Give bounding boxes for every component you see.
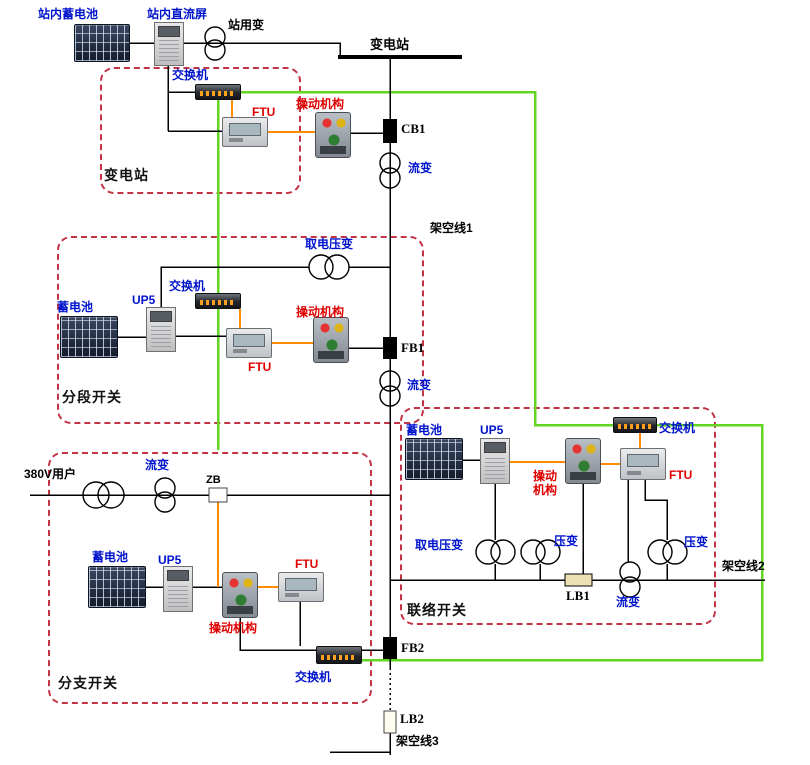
control-cables — [217, 100, 641, 588]
branch-ftu-device — [278, 572, 324, 602]
section-switch-label: 交换机 — [169, 279, 206, 293]
section-mechanism-device — [313, 317, 349, 363]
fb1-label: FB1 — [401, 340, 425, 355]
tie-battery-label: 蓄电池 — [406, 423, 443, 437]
section-ct-label: 流变 — [407, 378, 432, 392]
branch-area-label: 分支开关 — [58, 675, 118, 691]
section-ftu-device — [226, 328, 272, 358]
substation-ftu-device — [222, 117, 268, 147]
breaker-symbols — [208, 119, 593, 734]
tie-vt-pickup-label: 取电压变 — [415, 538, 464, 552]
branch-ct-label: 流变 — [145, 458, 170, 472]
transformer-symbols — [82, 26, 688, 598]
station-battery-label: 站内蓄电池 — [38, 7, 99, 21]
tie-mechanism-device — [565, 438, 601, 484]
branch-battery-image — [88, 566, 146, 608]
branch-mechanism-label: 操动机构 — [209, 621, 258, 635]
section-vt-pickup-label: 取电压变 — [305, 237, 354, 251]
section-area-label: 分段开关 — [62, 389, 122, 405]
branch-up5-label: UP5 — [158, 553, 182, 567]
zb-label: ZB — [206, 474, 221, 486]
tie-area-label: 联络开关 — [407, 602, 467, 618]
station-battery-image — [74, 24, 130, 62]
branch-battery-label: 蓄电池 — [92, 550, 129, 564]
lb2-label: LB2 — [400, 711, 424, 726]
section-up5-device — [146, 307, 176, 352]
branch-ftu-label: FTU — [295, 557, 319, 571]
section-mechanism-label: 操动机构 — [296, 305, 345, 319]
tie-vt2-label: 压变 — [684, 535, 709, 549]
substation-ftu-label: FTU — [252, 105, 276, 119]
substation-zone — [100, 67, 301, 194]
branch-switch-zone — [48, 452, 372, 704]
tie-up5-label: UP5 — [480, 423, 504, 437]
station-dc-panel-label: 站内直流屏 — [147, 7, 208, 21]
tie-switch-label: 交换机 — [659, 421, 696, 435]
branch-mechanism-device — [222, 572, 258, 618]
substation-bus-label: 变电站 — [370, 37, 410, 52]
branch-switch-label: 交换机 — [295, 670, 332, 684]
substation-mechanism-device — [315, 112, 351, 158]
fb2-breaker — [383, 637, 397, 659]
station-transformer-label: 站用变 — [228, 18, 265, 32]
branch-switch-device — [316, 646, 362, 664]
overhead-line1-label: 架空线1 — [430, 221, 473, 235]
tie-vt1-label: 压变 — [554, 534, 579, 548]
tie-mechanism-label: 操动机构 — [533, 469, 558, 497]
section-switch-device — [195, 293, 241, 309]
tie-switch-device — [613, 417, 657, 433]
user-380v-label: 380V用户 — [24, 467, 77, 481]
section-battery-image — [60, 316, 118, 358]
lb1-label: LB1 — [566, 588, 590, 603]
lb1-switch — [564, 573, 593, 587]
tie-battery-image — [405, 438, 463, 480]
tie-ftu-label: FTU — [669, 468, 693, 482]
tie-up5-device — [480, 438, 510, 484]
section-up5-label: UP5 — [132, 293, 156, 307]
fb1-breaker — [383, 337, 397, 359]
cb1-breaker — [383, 119, 397, 143]
tie-ct-label: 流变 — [616, 595, 641, 609]
fiber-links — [216, 90, 764, 662]
tie-ftu-device — [620, 448, 666, 480]
substation-mechanism-label: 操动机构 — [296, 97, 345, 111]
cb1-label: CB1 — [401, 121, 426, 136]
substation-area-label: 变电站 — [104, 167, 149, 183]
station-dc-panel-image — [154, 22, 184, 66]
section-switch-zone — [57, 236, 424, 424]
branch-up5-device — [163, 566, 193, 612]
power-lines — [30, 42, 765, 755]
substation-switch-device — [195, 84, 241, 100]
zb-device — [208, 487, 228, 503]
fb2-label: FB2 — [401, 640, 425, 655]
section-ftu-label: FTU — [248, 360, 272, 374]
lb2-switch — [383, 710, 397, 734]
section-battery-label: 蓄电池 — [57, 300, 94, 314]
substation-ct-label: 流变 — [408, 161, 433, 175]
tie-switch-zone — [400, 407, 716, 625]
overhead-line2-label: 架空线2 — [722, 559, 765, 573]
overhead-line3-label: 架空线3 — [396, 734, 439, 748]
substation-switch-label: 交换机 — [172, 68, 209, 82]
